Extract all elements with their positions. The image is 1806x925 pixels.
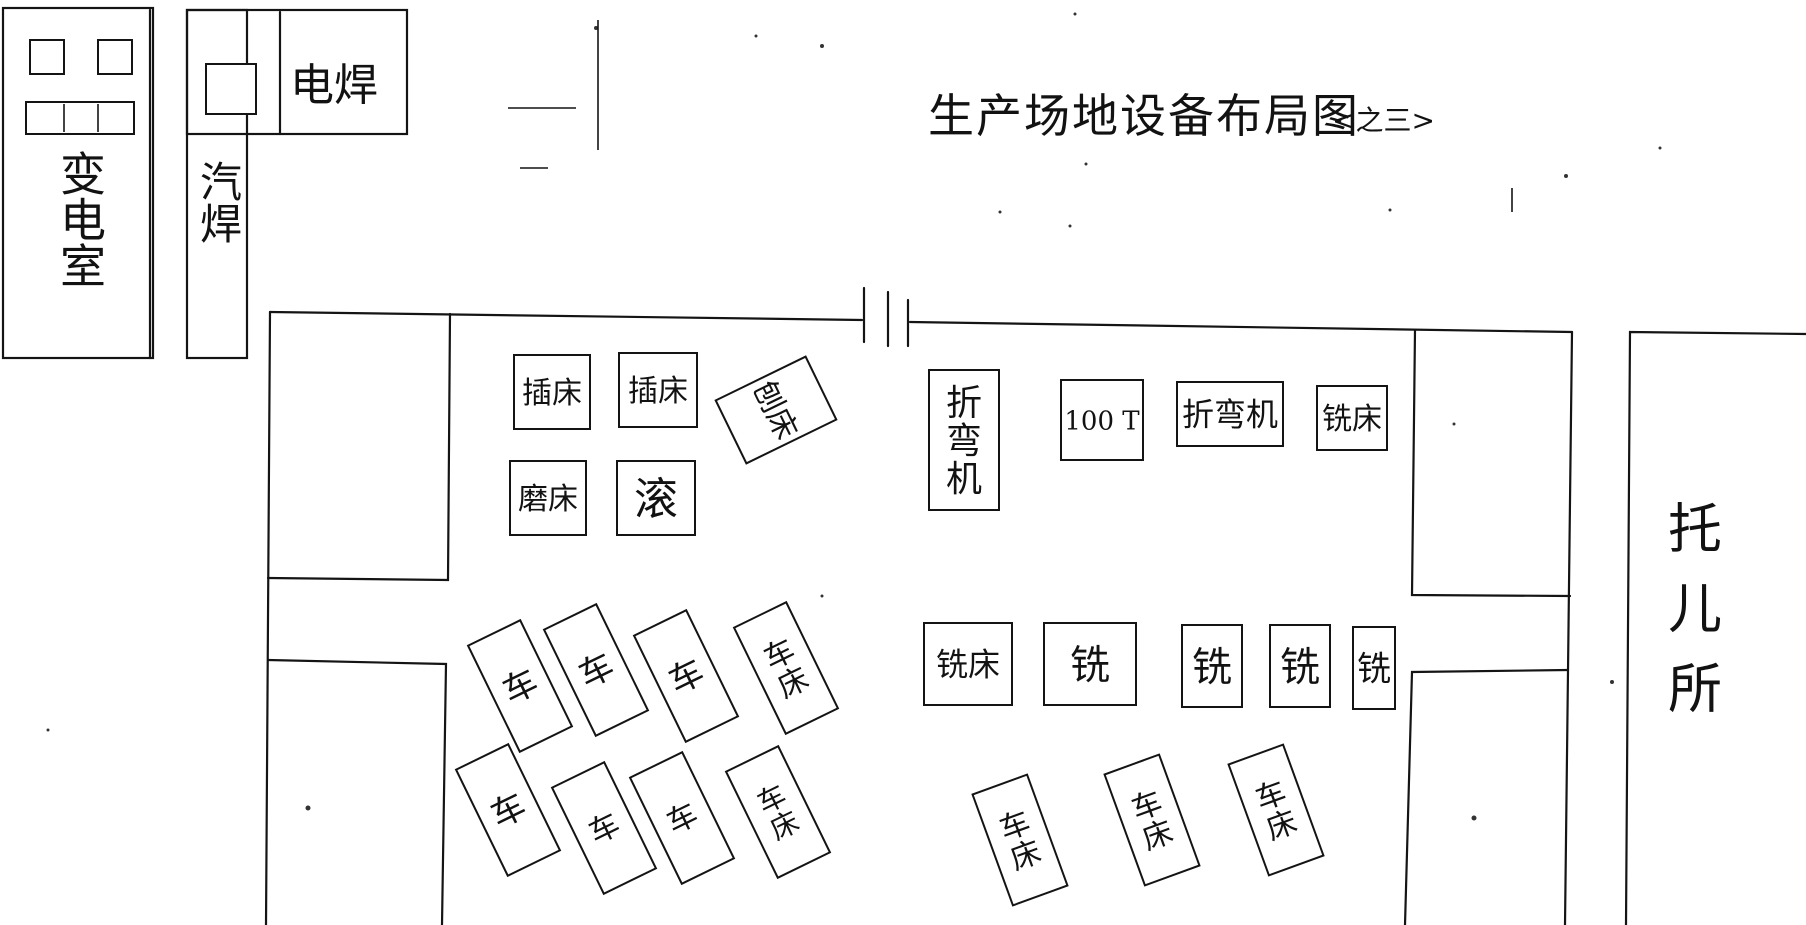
machine-outline	[616, 460, 696, 536]
machine-lathe-c2: 车床	[1103, 753, 1201, 887]
machine-outline	[542, 602, 650, 738]
machine-outline	[628, 750, 736, 886]
machine-outline	[724, 744, 832, 880]
machine-outline	[618, 352, 698, 428]
machine-outline	[513, 354, 591, 430]
machine-outline	[1060, 379, 1144, 461]
machine-lathe-b4: 车床	[724, 744, 832, 880]
machine-outline	[454, 742, 562, 878]
machine-bender-v: 折弯机	[928, 369, 1000, 511]
machine-grinder: 磨床	[509, 460, 587, 536]
machine-outline	[732, 600, 840, 736]
nursery-label: 托儿所	[1659, 500, 1722, 740]
machine-lathe-b2: 车	[550, 760, 658, 896]
machine-label: 铣	[1192, 644, 1232, 690]
machine-label: 折弯机	[1182, 396, 1278, 434]
machine-outline	[550, 760, 658, 896]
machine-outline	[1269, 624, 1331, 708]
machine-outline	[509, 460, 587, 536]
transformer-room-label: 变电室	[53, 150, 107, 288]
machine-lathe-b3: 车	[628, 750, 736, 886]
machine-bender-h: 折弯机	[1176, 381, 1284, 447]
machine-label: 折弯机	[946, 383, 982, 500]
machine-planer: 刨床	[714, 355, 838, 465]
machine-lathe-a2: 车	[542, 602, 650, 738]
machine-lathe-c3: 车床	[1227, 743, 1325, 877]
machine-outline	[923, 622, 1013, 706]
machine-mill-5: 铣	[1352, 626, 1396, 710]
machine-outline	[1352, 626, 1396, 710]
machine-label: 铣	[1280, 644, 1320, 690]
machine-outline	[1176, 381, 1284, 447]
machine-mill-4: 铣	[1269, 624, 1331, 708]
machine-roller: 滚	[616, 460, 696, 536]
machine-mill-2: 铣	[1043, 622, 1137, 706]
machine-slotter-2: 插床	[618, 352, 698, 428]
machine-lathe-a3: 车	[632, 608, 740, 744]
machine-outline	[928, 369, 1000, 511]
machine-outline	[1227, 743, 1325, 877]
machine-outline	[714, 355, 838, 465]
machine-label: 插床	[628, 374, 688, 409]
page-title: 生产场地设备布局图	[928, 89, 1360, 143]
machine-outline	[466, 618, 574, 754]
machine-outline	[1103, 753, 1201, 887]
machine-outline	[971, 773, 1069, 907]
machine-label: 插床	[522, 376, 582, 411]
nursery-building	[1624, 330, 1806, 925]
machine-outline	[1181, 624, 1243, 708]
workshop-walls	[264, 286, 1574, 925]
machine-lathe-a4: 车床	[732, 600, 840, 736]
machine-press-100t: 100 T	[1060, 379, 1144, 461]
machine-mill-3: 铣	[1181, 624, 1243, 708]
machine-mill-top: 铣床	[1316, 385, 1388, 451]
machine-mill-1: 铣床	[923, 622, 1013, 706]
machine-lathe-c1: 车床	[971, 773, 1069, 907]
welding-block	[185, 8, 409, 360]
machine-label: 磨床	[518, 482, 578, 517]
transformer-room	[1, 6, 155, 360]
machine-label: 铣	[1070, 642, 1110, 688]
electric-welding-label: 电焊	[290, 60, 378, 111]
gas-welding-label: 汽焊	[194, 160, 243, 244]
machine-label: 铣床	[1322, 402, 1382, 437]
title-suffix: <之三>	[1332, 104, 1435, 137]
machine-outline	[1316, 385, 1388, 451]
machine-slotter-1: 插床	[513, 354, 591, 430]
machine-label: 铣床	[936, 646, 1000, 684]
machine-lathe-a1: 车	[466, 618, 574, 754]
machine-label: 100 T	[1064, 406, 1140, 436]
machine-outline	[1043, 622, 1137, 706]
machine-label: 滚	[634, 474, 678, 525]
machine-outline	[632, 608, 740, 744]
print-specks	[46, 12, 1662, 821]
machine-label: 铣	[1357, 649, 1391, 689]
machine-lathe-b1: 车	[454, 742, 562, 878]
